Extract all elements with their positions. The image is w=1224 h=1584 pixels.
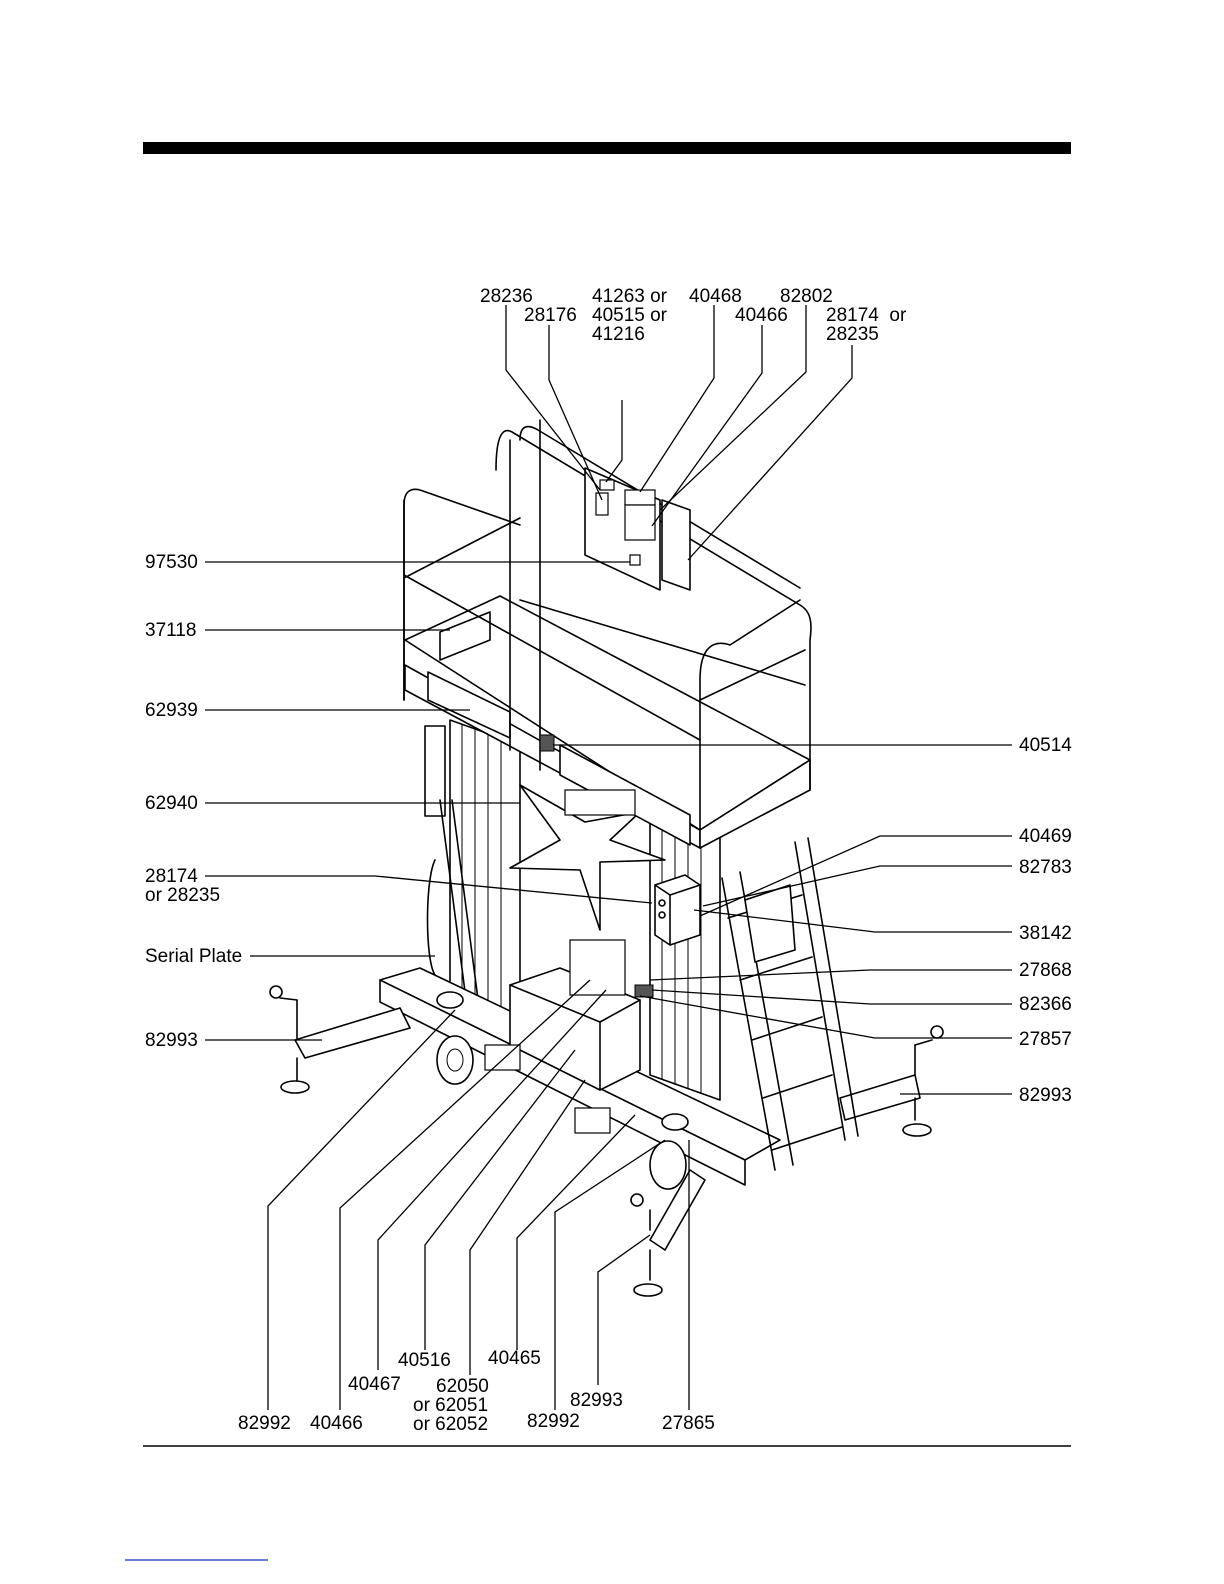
callout-28236: 28236 [480, 286, 533, 307]
callout-41263-line3: 41216 [592, 324, 645, 345]
callout-28174-top-line2: 28235 [826, 324, 879, 345]
callout-82802: 82802 [780, 286, 833, 307]
callout-97530: 97530 [145, 552, 198, 573]
callout-41263-line1: 41263 or [592, 286, 668, 307]
callout-28174-left-line2: or 28235 [145, 885, 220, 906]
callout-40465: 40465 [488, 1348, 541, 1369]
callout-40467: 40467 [348, 1374, 401, 1395]
callout-27857: 27857 [1019, 1029, 1072, 1050]
callout-38142: 38142 [1019, 923, 1072, 944]
header-rule [143, 142, 1071, 154]
callout-37118: 37118 [145, 620, 196, 641]
callout-82993-left: 82993 [145, 1030, 198, 1051]
callout-62050-line1: 62050 [436, 1376, 489, 1397]
callout-62940: 62940 [145, 793, 198, 814]
callout-82992-left: 82992 [238, 1413, 291, 1434]
callout-41263-line2: 40515 or [592, 305, 668, 326]
callout-40469: 40469 [1019, 826, 1072, 847]
callout-40466-bottom: 40466 [310, 1413, 363, 1434]
callout-28174-top-line1: 28174 or [826, 305, 907, 326]
callout-28176: 28176 [524, 305, 577, 326]
callout-serial-plate: Serial Plate [145, 946, 242, 967]
callout-62939: 62939 [145, 700, 198, 721]
callout-40514: 40514 [1019, 735, 1072, 756]
callout-40468: 40468 [689, 286, 742, 307]
callout-27865: 27865 [662, 1413, 715, 1434]
callout-28174-left-line1: 28174 [145, 866, 198, 887]
callout-82783: 82783 [1019, 857, 1072, 878]
callout-62050-line2: or 62051 [413, 1395, 488, 1416]
callout-82992-right: 82992 [527, 1411, 580, 1432]
callout-40516: 40516 [398, 1350, 451, 1371]
callout-27868: 27868 [1019, 960, 1072, 981]
callout-62050-line3: or 62052 [413, 1414, 488, 1435]
callout-82993-right: 82993 [1019, 1085, 1072, 1106]
ladder [722, 838, 858, 1170]
callout-40466-top: 40466 [735, 305, 788, 326]
lift-illustration [270, 420, 943, 1296]
callout-82993-bottom: 82993 [570, 1390, 623, 1411]
callout-82366: 82366 [1019, 994, 1072, 1015]
